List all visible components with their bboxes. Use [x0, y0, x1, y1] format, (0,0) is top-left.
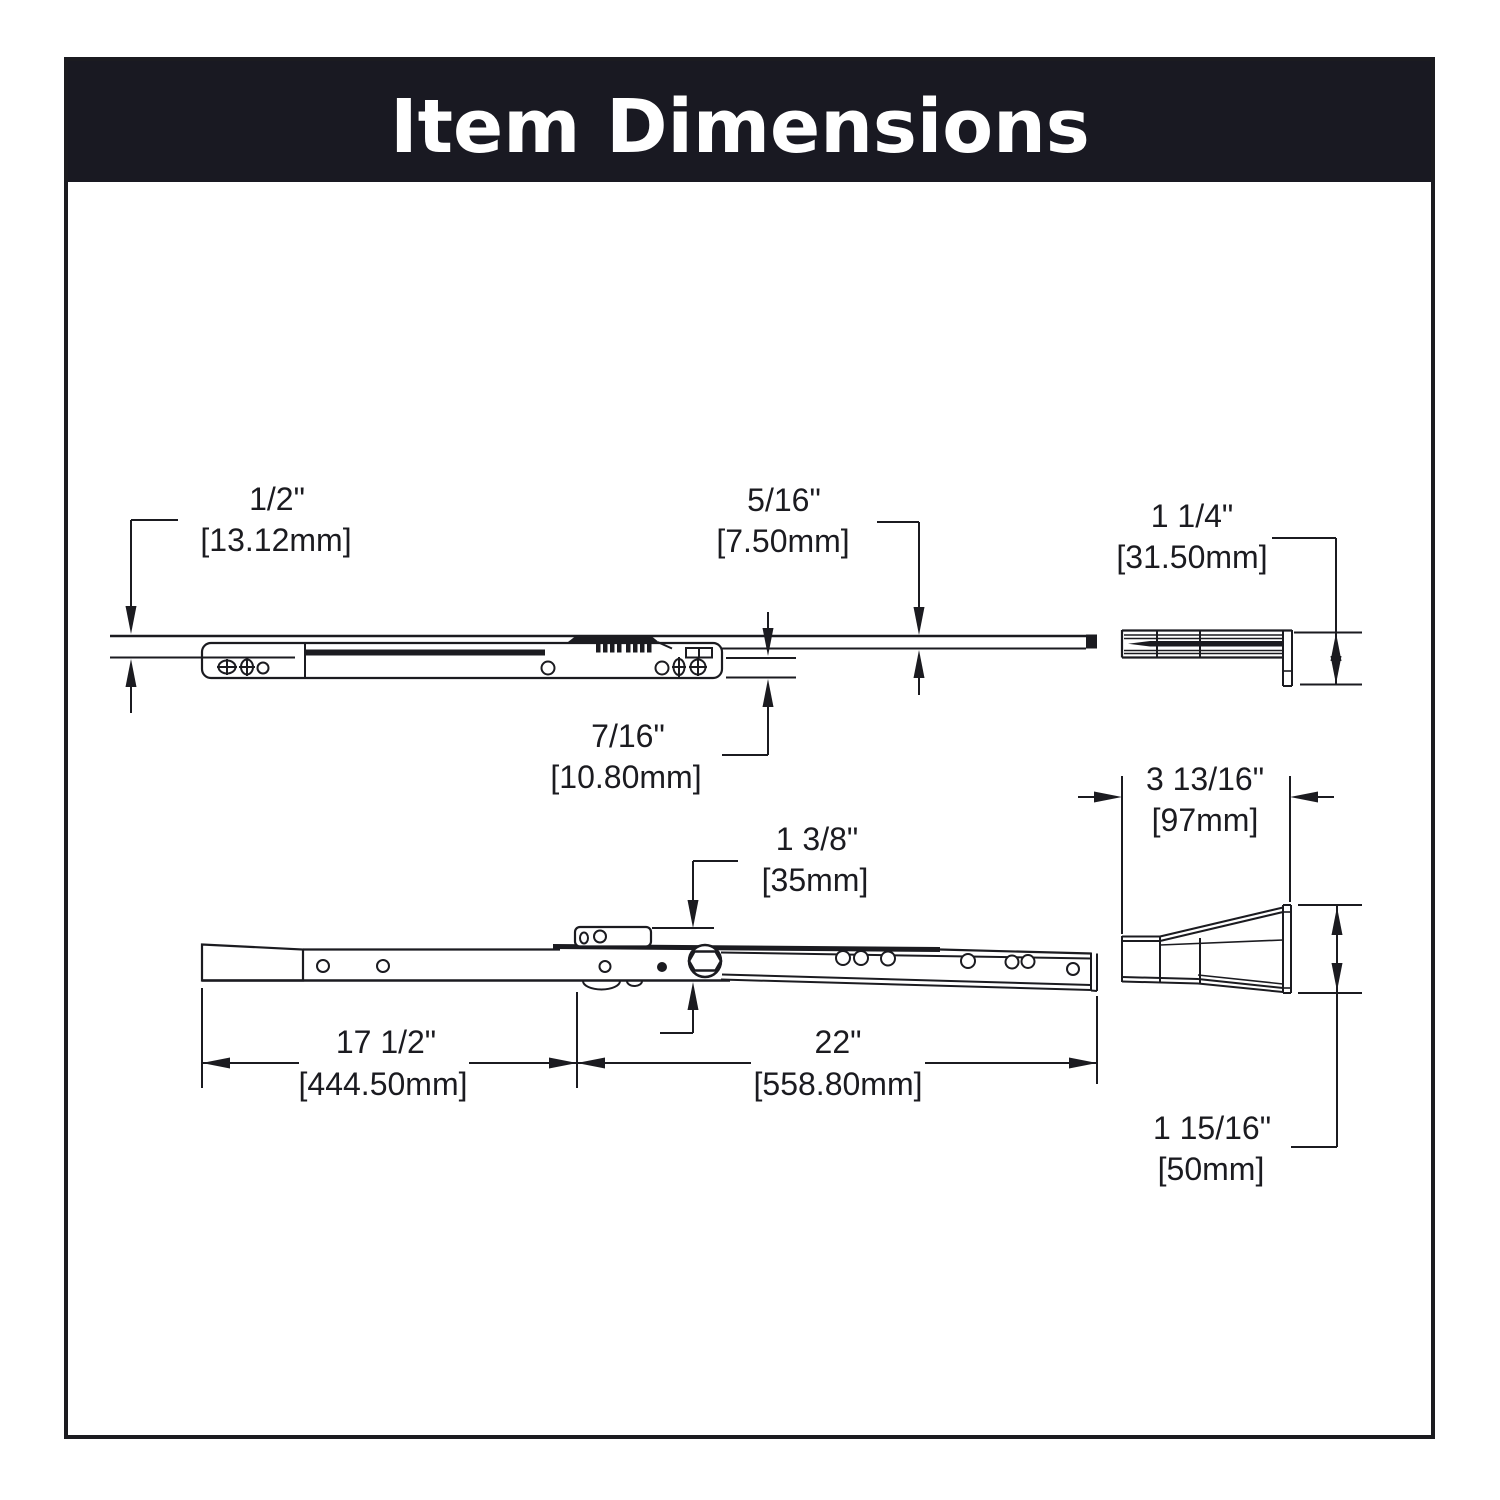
dim-11516-inch-label: 1 15/16": [1153, 1110, 1271, 1146]
dim-138-mm-label: [35mm]: [762, 862, 869, 898]
frame-border: [64, 57, 1435, 1439]
closed-slide-side-view: [110, 634, 1097, 680]
dimension-one-quarter: 1 1/4" [31.50mm]: [1116, 498, 1362, 686]
dimension-five-sixteenth: 5/16" [7.50mm]: [716, 482, 925, 695]
latch-teeth: [596, 643, 652, 653]
dim-114-mm-label: [31.50mm]: [1116, 539, 1267, 575]
bracket-side-view: [1121, 904, 1292, 994]
mounting-holes-extended-view: [835, 950, 1080, 976]
dim-half-mm-label: [13.12mm]: [200, 522, 351, 558]
dim-1712-mm-label: [444.50mm]: [299, 1066, 468, 1102]
dimension-one-fifteen-sixteenth: 1 15/16" [50mm]: [1153, 904, 1362, 1187]
dim-22-mm-label: [558.80mm]: [754, 1066, 923, 1102]
dim-516-inch-label: 5/16": [747, 482, 821, 518]
dim-716-inch-label: 7/16": [591, 718, 665, 754]
dim-516-mm-label: [7.50mm]: [716, 523, 849, 559]
dim-11516-mm-label: [50mm]: [1158, 1151, 1265, 1187]
dim-31316-inch-label: 3 13/16": [1146, 761, 1264, 797]
dim-1712-inch-label: 17 1/2": [336, 1024, 436, 1060]
page-title: Item Dimensions: [390, 84, 1090, 170]
dim-114-inch-label: 1 1/4": [1151, 498, 1234, 534]
header-bar: Item Dimensions: [64, 57, 1435, 182]
mounting-holes-closed-view: [217, 657, 707, 677]
dimension-three-thirteen-sixteenth: 3 13/16" [97mm]: [1078, 761, 1334, 934]
closed-profile-cross-section: [1120, 629, 1293, 687]
dim-half-inch-label: 1/2": [249, 481, 305, 517]
dimension-one-three-eighth: 1 3/8" [35mm]: [652, 821, 869, 1034]
dim-22-inch-label: 22": [815, 1024, 862, 1060]
dimension-half-inch: 1/2" [13.12mm]: [125, 481, 352, 713]
dimension-seven-sixteenth: 7/16" [10.80mm]: [550, 612, 796, 795]
dim-716-mm-label: [10.80mm]: [550, 759, 701, 795]
extended-slide-side-view: [200, 925, 1098, 992]
dim-31316-mm-label: [97mm]: [1152, 802, 1259, 838]
dimension-lengths: 17 1/2" [444.50mm] 22" [558.80mm]: [201, 988, 1098, 1102]
dim-138-inch-label: 1 3/8": [776, 821, 859, 857]
